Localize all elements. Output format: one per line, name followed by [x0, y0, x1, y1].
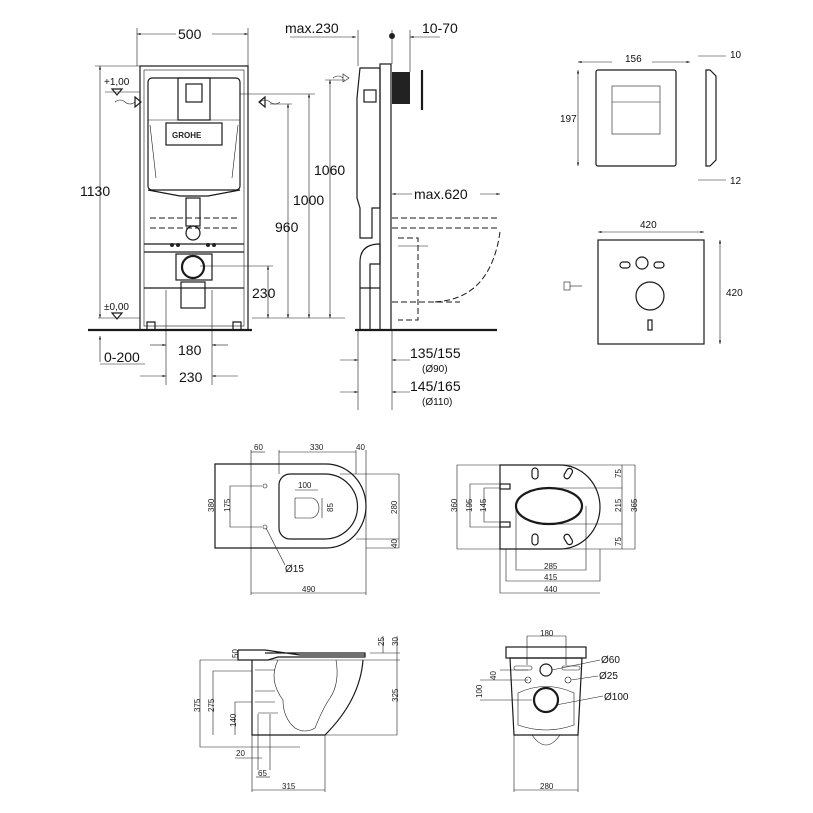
dim-0-200: 0-200	[104, 349, 140, 365]
dim-plate-height: 197	[560, 114, 577, 125]
dim-75-top: 75	[614, 469, 623, 478]
dim-330: 330	[310, 443, 324, 452]
dim-1060: 1060	[314, 162, 345, 178]
toilet-rear-view: 180 40 100 Ø60 Ø25 Ø100 280	[475, 629, 629, 792]
dim-30: 30	[391, 637, 400, 646]
seat-top-view: 360 195 145 75 215 365 75 285 415 440	[450, 464, 639, 594]
dim-50: 50	[231, 649, 240, 658]
dim-60: 60	[254, 443, 263, 452]
dim-10-70: 10-70	[422, 20, 458, 36]
dim-135-155: 135/155	[410, 345, 461, 361]
dim-plate-width: 156	[625, 54, 642, 65]
dim-440: 440	[544, 585, 558, 594]
dim-490: 490	[302, 585, 316, 594]
dim-rear-100: 100	[475, 684, 484, 698]
dim-175: 175	[223, 498, 232, 512]
dim-415: 415	[544, 573, 558, 582]
dim-325: 325	[391, 688, 400, 702]
dim-frame-height: 1130	[80, 183, 110, 199]
dim-d90: (Ø90)	[422, 364, 448, 375]
level-top: +1,00	[104, 77, 130, 88]
dim-365: 365	[630, 498, 639, 512]
dim-20: 20	[236, 749, 245, 758]
dim-195: 195	[465, 498, 474, 512]
dim-rear-180: 180	[540, 629, 554, 638]
dim-285: 285	[544, 562, 558, 571]
dim-rear-40: 40	[489, 671, 498, 680]
dim-360: 360	[450, 498, 459, 512]
dim-380: 380	[207, 498, 216, 512]
dim-1000: 1000	[293, 192, 324, 208]
dim-plate-depth: 10	[730, 50, 742, 61]
dim-75-bottom: 75	[614, 537, 623, 546]
dim-100: 100	[298, 481, 312, 490]
dim-rear-280: 280	[540, 782, 554, 791]
dim-230-width: 230	[179, 369, 203, 385]
dim-140: 140	[229, 713, 238, 727]
frame-front-view: GROHE 500 1130 +1,00 ±0,00 960 1000 1060…	[80, 26, 497, 385]
dim-85: 85	[326, 503, 335, 512]
dim-40-bottom: 40	[390, 539, 399, 548]
dim-275: 275	[207, 698, 216, 712]
sound-insulation-pad: 420 420	[563, 220, 743, 345]
dim-375: 375	[193, 698, 202, 712]
brand-logo: GROHE	[172, 131, 202, 140]
dim-215: 215	[614, 498, 623, 512]
dim-25: 25	[377, 637, 386, 646]
dim-frame-width: 500	[178, 26, 202, 42]
dim-180: 180	[178, 342, 202, 358]
dim-145: 145	[479, 498, 488, 512]
level-floor: ±0,00	[104, 302, 129, 313]
frame-side-view: max.230 10-70 max.620 135/155 (Ø90) 145/…	[285, 20, 501, 410]
toilet-top-view: 60 330 40 380 175 100 85 280 40 Ø15 490	[207, 443, 400, 595]
dim-280: 280	[390, 500, 399, 514]
dim-315: 315	[282, 782, 296, 791]
dim-960: 960	[275, 219, 299, 235]
bolt-d25: Ø25	[599, 671, 618, 682]
toilet-side-view: 50 25 30 375 275 140 325 20 65 315	[193, 636, 400, 792]
flush-plate: 156 197 10 12	[560, 50, 742, 187]
dim-max-230: max.230	[285, 20, 339, 36]
dim-230-height: 230	[252, 285, 276, 301]
hole-diameter: Ø15	[285, 564, 304, 575]
dim-max-620: max.620	[414, 186, 468, 202]
outlet-d60: Ø60	[601, 655, 620, 666]
dim-145-165: 145/165	[410, 378, 461, 394]
dim-pad-width: 420	[640, 220, 657, 231]
dim-65: 65	[258, 769, 267, 778]
dim-plate-depth-2: 12	[730, 176, 742, 187]
outlet-d100: Ø100	[604, 692, 629, 703]
dim-40-top: 40	[356, 443, 365, 452]
dim-pad-height: 420	[726, 288, 743, 299]
dim-d110: (Ø110)	[422, 397, 452, 408]
